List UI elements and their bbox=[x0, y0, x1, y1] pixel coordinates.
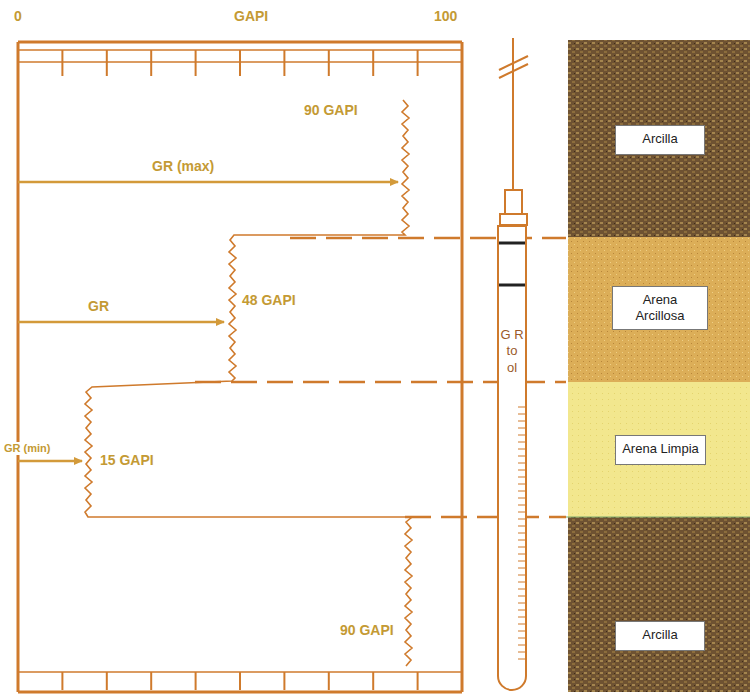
tool-cable bbox=[499, 38, 528, 225]
scale-label: 0 bbox=[12, 8, 24, 24]
value-arrows bbox=[18, 182, 398, 461]
log-annotation: GR bbox=[86, 298, 111, 314]
lithology-name: Arena Limpia bbox=[622, 441, 699, 457]
scale-label: 100 bbox=[432, 8, 459, 24]
log-annotation: GR (max) bbox=[150, 158, 216, 174]
scale-ticks bbox=[62, 50, 417, 690]
lithology-label-box: Arena Limpia bbox=[615, 435, 706, 465]
tool-label: G R to ol bbox=[500, 327, 524, 376]
clay-band bbox=[568, 40, 750, 237]
clay-band bbox=[568, 517, 750, 692]
lithology-name: Arcilla bbox=[622, 627, 698, 643]
scale-lines bbox=[18, 50, 462, 672]
lithology-name: Arena Arcillosa bbox=[619, 292, 701, 323]
lithology-name: Arcilla bbox=[622, 131, 698, 147]
log-annotation: 90 GAPI bbox=[302, 102, 360, 118]
log-annotation: 48 GAPI bbox=[240, 292, 298, 308]
log-annotation: 90 GAPI bbox=[338, 622, 396, 638]
clean-sand-band bbox=[568, 382, 750, 517]
tool-markings bbox=[499, 227, 525, 689]
scale-label: GAPI bbox=[232, 8, 270, 24]
lithology-label-box: Arena Arcillosa bbox=[612, 286, 708, 330]
gr-curve bbox=[85, 100, 412, 666]
log-annotation: GR (min) bbox=[2, 442, 52, 455]
log-annotation: 15 GAPI bbox=[98, 452, 156, 468]
shaly-sand-band bbox=[568, 237, 750, 382]
gr-tool: G R to ol bbox=[497, 225, 527, 691]
lithology-label-box: Arcilla bbox=[615, 125, 705, 155]
log-track bbox=[18, 42, 462, 692]
bed-boundaries bbox=[195, 238, 750, 517]
lithology-label-box: Arcilla bbox=[615, 621, 705, 651]
